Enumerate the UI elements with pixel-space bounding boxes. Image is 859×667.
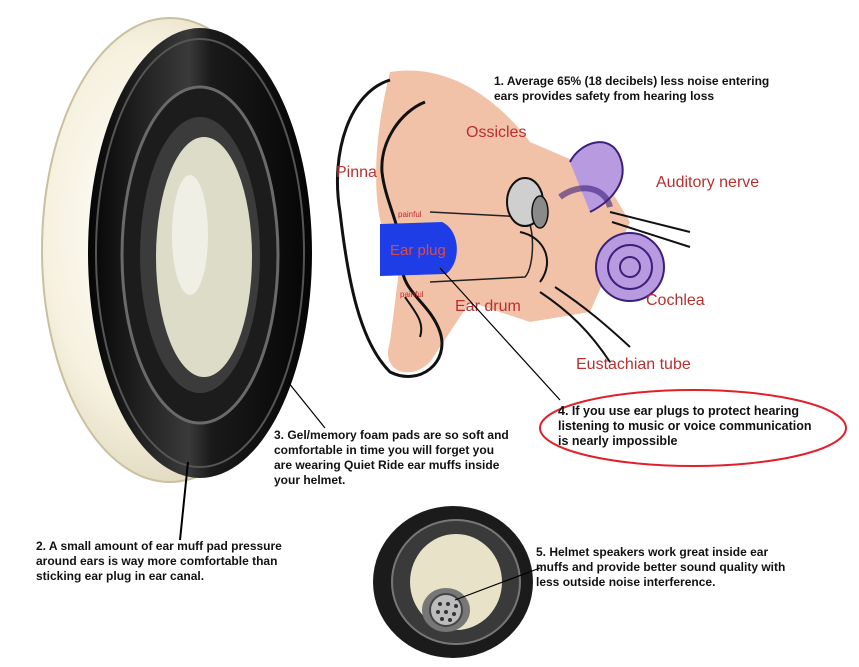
label-painful-top: painful (398, 210, 422, 219)
note-1: 1. Average 65% (18 decibels) less noise … (494, 74, 770, 103)
label-painful-bottom: painful (400, 290, 424, 299)
label-auditory-nerve: Auditory nerve (656, 174, 760, 191)
note-3: 3. Gel/memory foam pads are so soft and … (274, 428, 509, 487)
ear-plug-shape (380, 222, 457, 276)
note-5: 5. Helmet speakers work great inside ear… (536, 545, 786, 589)
label-ear-plug: Ear plug (390, 242, 446, 259)
label-pinna: Pinna (336, 164, 377, 181)
label-ossicles: Ossicles (466, 124, 527, 141)
label-cochlea: Cochlea (646, 292, 705, 309)
label-eustachian-tube: Eustachian tube (576, 356, 691, 373)
ear-muff-pad-image (41, 17, 312, 483)
note-2: 2. A small amount of ear muff pad pressu… (36, 539, 282, 583)
ear-muff-speaker-image (373, 506, 533, 658)
note-4: 4. If you use ear plugs to protect heari… (558, 404, 812, 448)
ear-anatomy-illustration (335, 70, 691, 378)
callout-ring (539, 389, 847, 467)
